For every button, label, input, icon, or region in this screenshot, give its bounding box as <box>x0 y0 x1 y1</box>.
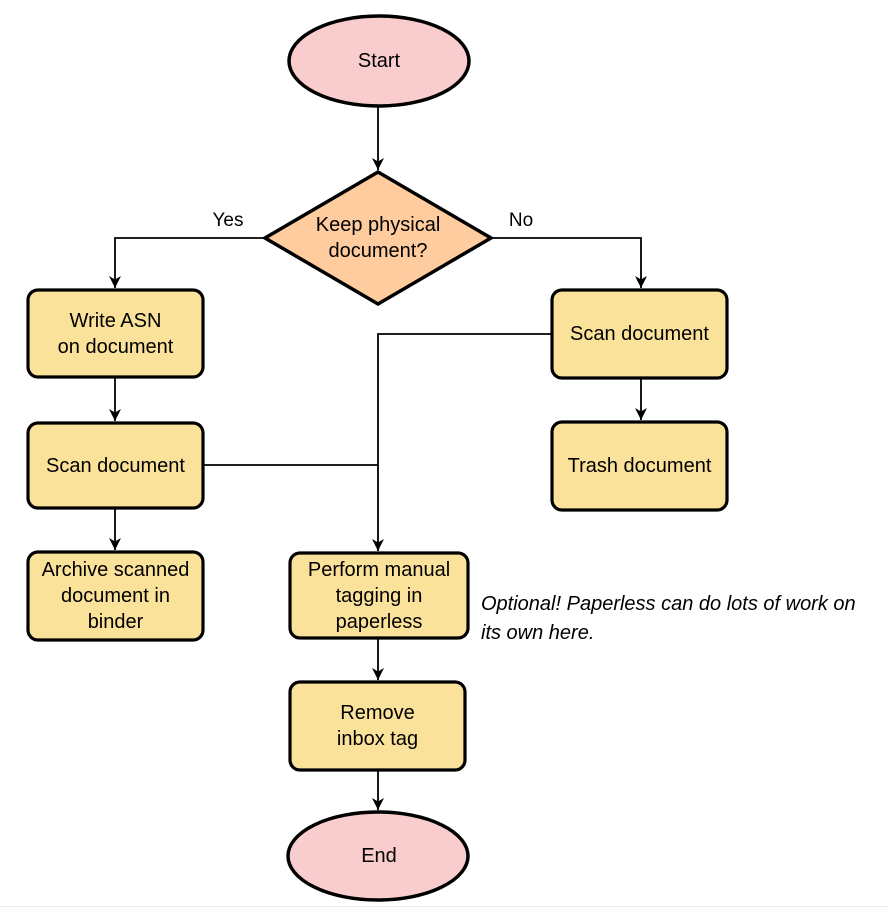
scan-left-node-label: Scan document <box>46 454 185 477</box>
archive-node-shape <box>26 550 205 642</box>
start-node-shape <box>287 14 471 108</box>
decision-node-label: Keep physical document? <box>315 214 441 262</box>
trash-node-shape <box>550 420 729 512</box>
no-edge-label: No <box>508 210 534 231</box>
remove-inbox-node-label: Remove inbox tag <box>336 702 419 750</box>
write-asn-node-shape <box>26 288 205 379</box>
optional-annotation: Optional! Paperless can do lots of work … <box>481 593 856 644</box>
yes-edge-label: Yes <box>212 210 244 231</box>
edge-decision-yes <box>109 237 265 288</box>
archive-node-label: Archive scanned document in binder <box>41 559 190 633</box>
start-node-label: Start <box>357 50 401 72</box>
decision-node-shape <box>261 169 495 307</box>
end-node-shape <box>286 810 470 902</box>
tagging-node-shape <box>288 551 470 640</box>
tagging-node-label: Perform manual tagging in paperless <box>307 558 451 633</box>
trash-node-label: Trash document <box>567 455 712 477</box>
scan-right-node-shape <box>550 288 729 380</box>
write-asn-node-label: Write ASN on document <box>57 309 174 358</box>
end-node-label: End <box>361 845 397 867</box>
scan-left-node-shape <box>26 421 205 510</box>
edge-scanright-to-tagging <box>372 333 552 551</box>
edge-decision-no <box>491 237 647 288</box>
scan-right-node-label: Scan document <box>570 323 709 345</box>
remove-inbox-node-shape <box>288 680 467 772</box>
